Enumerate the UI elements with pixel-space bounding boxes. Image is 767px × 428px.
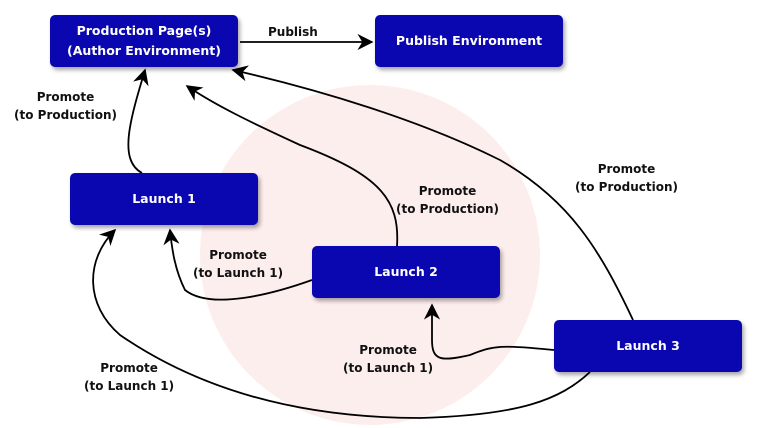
edge-label-line2: (to Production) bbox=[575, 180, 678, 194]
node-production-pages[interactable]: Production Page(s) (Author Environment) bbox=[50, 15, 238, 67]
node-publish-environment[interactable]: Publish Environment bbox=[375, 15, 563, 67]
edge-launch1-to-production bbox=[127, 68, 149, 174]
edge-label-publish: Publish bbox=[268, 25, 318, 39]
edge-label-line1: Promote bbox=[597, 162, 656, 176]
edge-launch2-to-production bbox=[185, 85, 399, 247]
edge-label-line1: Promote bbox=[359, 343, 417, 357]
node-launch1-label: Launch 1 bbox=[132, 191, 196, 206]
edge-label-line1: Promote bbox=[418, 184, 477, 198]
node-launch3-label: Launch 3 bbox=[616, 338, 680, 353]
edge-label-launch3-to-production: Promote (to Production) bbox=[575, 160, 678, 196]
edge-launch2-to-launch1 bbox=[163, 228, 313, 301]
edge-label-launch3-to-launch2: Promote (to Launch 1) bbox=[343, 341, 433, 377]
edge-label-line1: Promote bbox=[209, 248, 267, 262]
edge-label-line2: (to Launch 1) bbox=[84, 379, 175, 393]
edge-label-line2: (to Production) bbox=[14, 108, 117, 122]
edge-label-line2: (to Production) bbox=[396, 202, 499, 216]
edge-label-launch2-to-production: Promote (to Production) bbox=[396, 182, 499, 218]
node-production-line2: (Author Environment) bbox=[67, 43, 221, 58]
edge-launch3-to-production bbox=[231, 65, 634, 321]
edge-label-launch1-to-production: Promote (to Production) bbox=[14, 88, 117, 124]
edge-label-line1: Promote bbox=[36, 90, 95, 104]
edge-label-line2: (to Launch 1) bbox=[193, 266, 284, 280]
edge-label-line2: (to Launch 1) bbox=[343, 361, 434, 375]
node-launch-2[interactable]: Launch 2 bbox=[312, 246, 500, 298]
node-launch2-label: Launch 2 bbox=[374, 264, 438, 279]
node-launch-1[interactable]: Launch 1 bbox=[70, 173, 258, 225]
edge-label-launch3-to-launch1: Promote (to Launch 1) bbox=[84, 359, 174, 395]
edge-label-line1: Promote bbox=[100, 361, 158, 375]
edge-label-launch2-to-launch1: Promote (to Launch 1) bbox=[193, 246, 283, 282]
edge-launch3-to-launch2 bbox=[423, 303, 555, 360]
node-publish-label: Publish Environment bbox=[395, 33, 543, 48]
node-launch-3[interactable]: Launch 3 bbox=[554, 320, 742, 372]
edge-launch3-to-launch1 bbox=[92, 228, 591, 419]
node-production-line1: Production Page(s) bbox=[76, 23, 212, 38]
